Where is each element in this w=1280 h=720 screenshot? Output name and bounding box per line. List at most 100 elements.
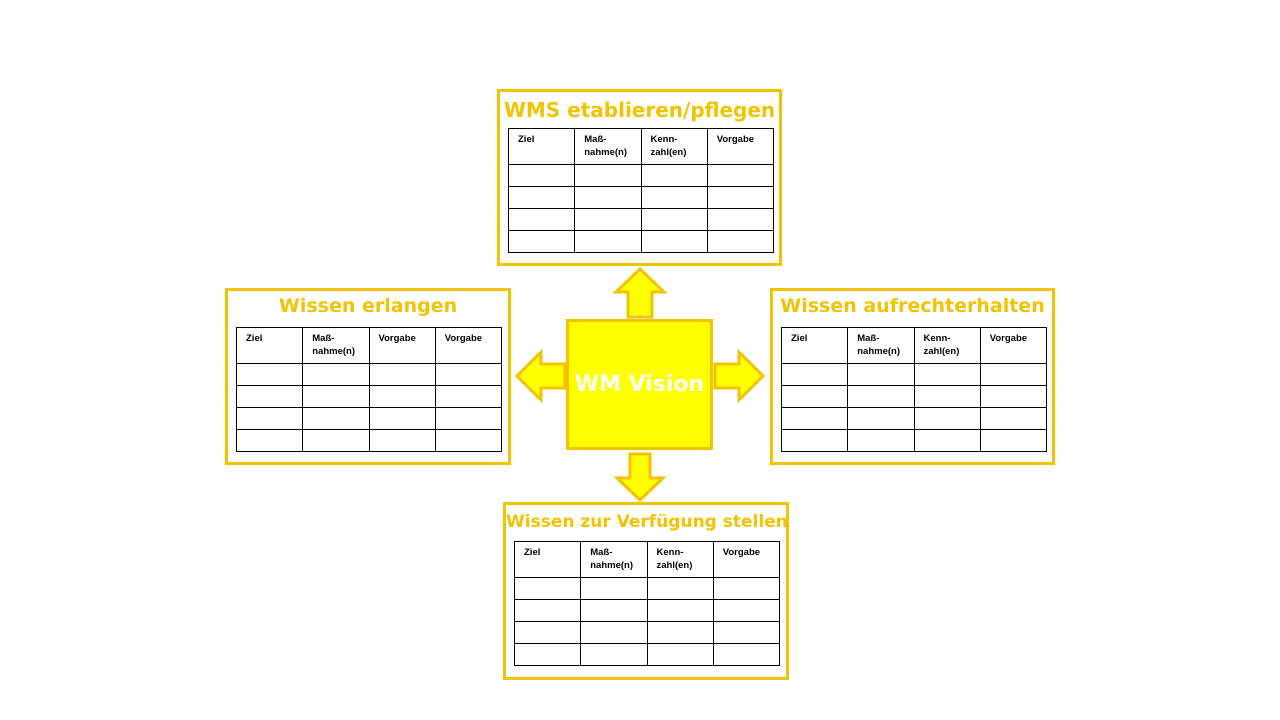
table-cell[interactable]	[513, 621, 582, 644]
arrow-up-icon	[612, 266, 668, 319]
panel-title: WMS etablieren/pflegen	[503, 98, 776, 122]
table-cell[interactable]	[979, 363, 1048, 386]
table-cell[interactable]	[434, 385, 503, 408]
table-cell[interactable]	[302, 363, 370, 386]
table-cell[interactable]	[434, 407, 503, 430]
table-cell[interactable]	[513, 577, 582, 600]
table-cell[interactable]	[640, 230, 708, 253]
table-row	[507, 164, 775, 187]
table-cell[interactable]	[706, 208, 775, 231]
column-header: Ziel	[235, 327, 304, 364]
table-row	[507, 186, 775, 209]
table-cell[interactable]	[574, 164, 642, 187]
table-cell[interactable]	[646, 643, 714, 666]
table-cell[interactable]	[513, 643, 582, 666]
table-cell[interactable]	[706, 230, 775, 253]
table-cell[interactable]	[302, 429, 370, 452]
table-cell[interactable]	[646, 621, 714, 644]
goals-table: Ziel Maß- nahme(n) Vorgabe Vorgabe	[235, 327, 503, 452]
table-row	[513, 577, 781, 600]
table-cell[interactable]	[646, 577, 714, 600]
column-header: Kenn- zahl(en)	[646, 541, 714, 578]
column-header: Vorgabe	[712, 541, 781, 578]
table-row	[235, 407, 503, 430]
panel-title: Wissen aufrechterhalten	[780, 295, 1045, 317]
column-header: Kenn- zahl(en)	[640, 128, 708, 165]
table-header-row: Ziel Maß- nahme(n) Kenn- zahl(en) Vorgab…	[780, 327, 1048, 364]
table-cell[interactable]	[640, 208, 708, 231]
table-header-row: Ziel Maß- nahme(n) Vorgabe Vorgabe	[235, 327, 503, 364]
table-cell[interactable]	[574, 208, 642, 231]
table-cell[interactable]	[580, 621, 648, 644]
table-cell[interactable]	[580, 599, 648, 622]
table-cell[interactable]	[913, 385, 981, 408]
column-header: Kenn- zahl(en)	[913, 327, 981, 364]
table-row	[513, 643, 781, 666]
table-row	[513, 621, 781, 644]
table-cell[interactable]	[368, 363, 436, 386]
table-cell[interactable]	[235, 429, 304, 452]
table-row	[513, 599, 781, 622]
table-cell[interactable]	[235, 363, 304, 386]
column-header: Vorgabe	[706, 128, 775, 165]
table-cell[interactable]	[507, 230, 576, 253]
table-cell[interactable]	[368, 385, 436, 408]
table-cell[interactable]	[580, 577, 648, 600]
goals-table: Ziel Maß- nahme(n) Kenn- zahl(en) Vorgab…	[507, 128, 775, 253]
panel-wissen-aufrechterhalten: Wissen aufrechterhalten Ziel Maß- nahme(…	[770, 288, 1055, 465]
goals-table: Ziel Maß- nahme(n) Kenn- zahl(en) Vorgab…	[513, 541, 781, 666]
table-cell[interactable]	[780, 363, 849, 386]
table-cell[interactable]	[780, 385, 849, 408]
table-cell[interactable]	[913, 429, 981, 452]
table-cell[interactable]	[434, 363, 503, 386]
table-cell[interactable]	[574, 230, 642, 253]
table-cell[interactable]	[507, 208, 576, 231]
table-cell[interactable]	[847, 385, 915, 408]
table-cell[interactable]	[580, 643, 648, 666]
table-cell[interactable]	[979, 429, 1048, 452]
table-cell[interactable]	[434, 429, 503, 452]
table-cell[interactable]	[979, 385, 1048, 408]
table-cell[interactable]	[913, 363, 981, 386]
table-cell[interactable]	[302, 385, 370, 408]
table-cell[interactable]	[706, 186, 775, 209]
table-cell[interactable]	[780, 407, 849, 430]
table-cell[interactable]	[706, 164, 775, 187]
table-cell[interactable]	[847, 429, 915, 452]
table-row	[235, 429, 503, 452]
goals-table: Ziel Maß- nahme(n) Kenn- zahl(en) Vorgab…	[780, 327, 1048, 452]
table-cell[interactable]	[979, 407, 1048, 430]
panel-title: Wissen erlangen	[278, 295, 458, 317]
table-cell[interactable]	[574, 186, 642, 209]
table-cell[interactable]	[847, 407, 915, 430]
center-label: WM Vision	[574, 372, 705, 397]
column-header: Vorgabe	[368, 327, 436, 364]
table-cell[interactable]	[780, 429, 849, 452]
table-cell[interactable]	[712, 577, 781, 600]
table-cell[interactable]	[712, 643, 781, 666]
table-cell[interactable]	[646, 599, 714, 622]
table-cell[interactable]	[640, 186, 708, 209]
table-cell[interactable]	[507, 164, 576, 187]
table-row	[780, 385, 1048, 408]
table-row	[507, 230, 775, 253]
table-cell[interactable]	[368, 407, 436, 430]
table-cell[interactable]	[507, 186, 576, 209]
table-cell[interactable]	[913, 407, 981, 430]
table-header-row: Ziel Maß- nahme(n) Kenn- zahl(en) Vorgab…	[513, 541, 781, 578]
table-cell[interactable]	[712, 621, 781, 644]
table-cell[interactable]	[640, 164, 708, 187]
table-row	[235, 385, 503, 408]
table-cell[interactable]	[513, 599, 582, 622]
column-header: Maß- nahme(n)	[847, 327, 915, 364]
table-cell[interactable]	[368, 429, 436, 452]
table-cell[interactable]	[235, 407, 304, 430]
column-header: Maß- nahme(n)	[580, 541, 648, 578]
table-cell[interactable]	[712, 599, 781, 622]
table-cell[interactable]	[847, 363, 915, 386]
table-cell[interactable]	[235, 385, 304, 408]
column-header: Ziel	[507, 128, 576, 165]
column-header: Vorgabe	[979, 327, 1048, 364]
table-cell[interactable]	[302, 407, 370, 430]
column-header: Ziel	[780, 327, 849, 364]
